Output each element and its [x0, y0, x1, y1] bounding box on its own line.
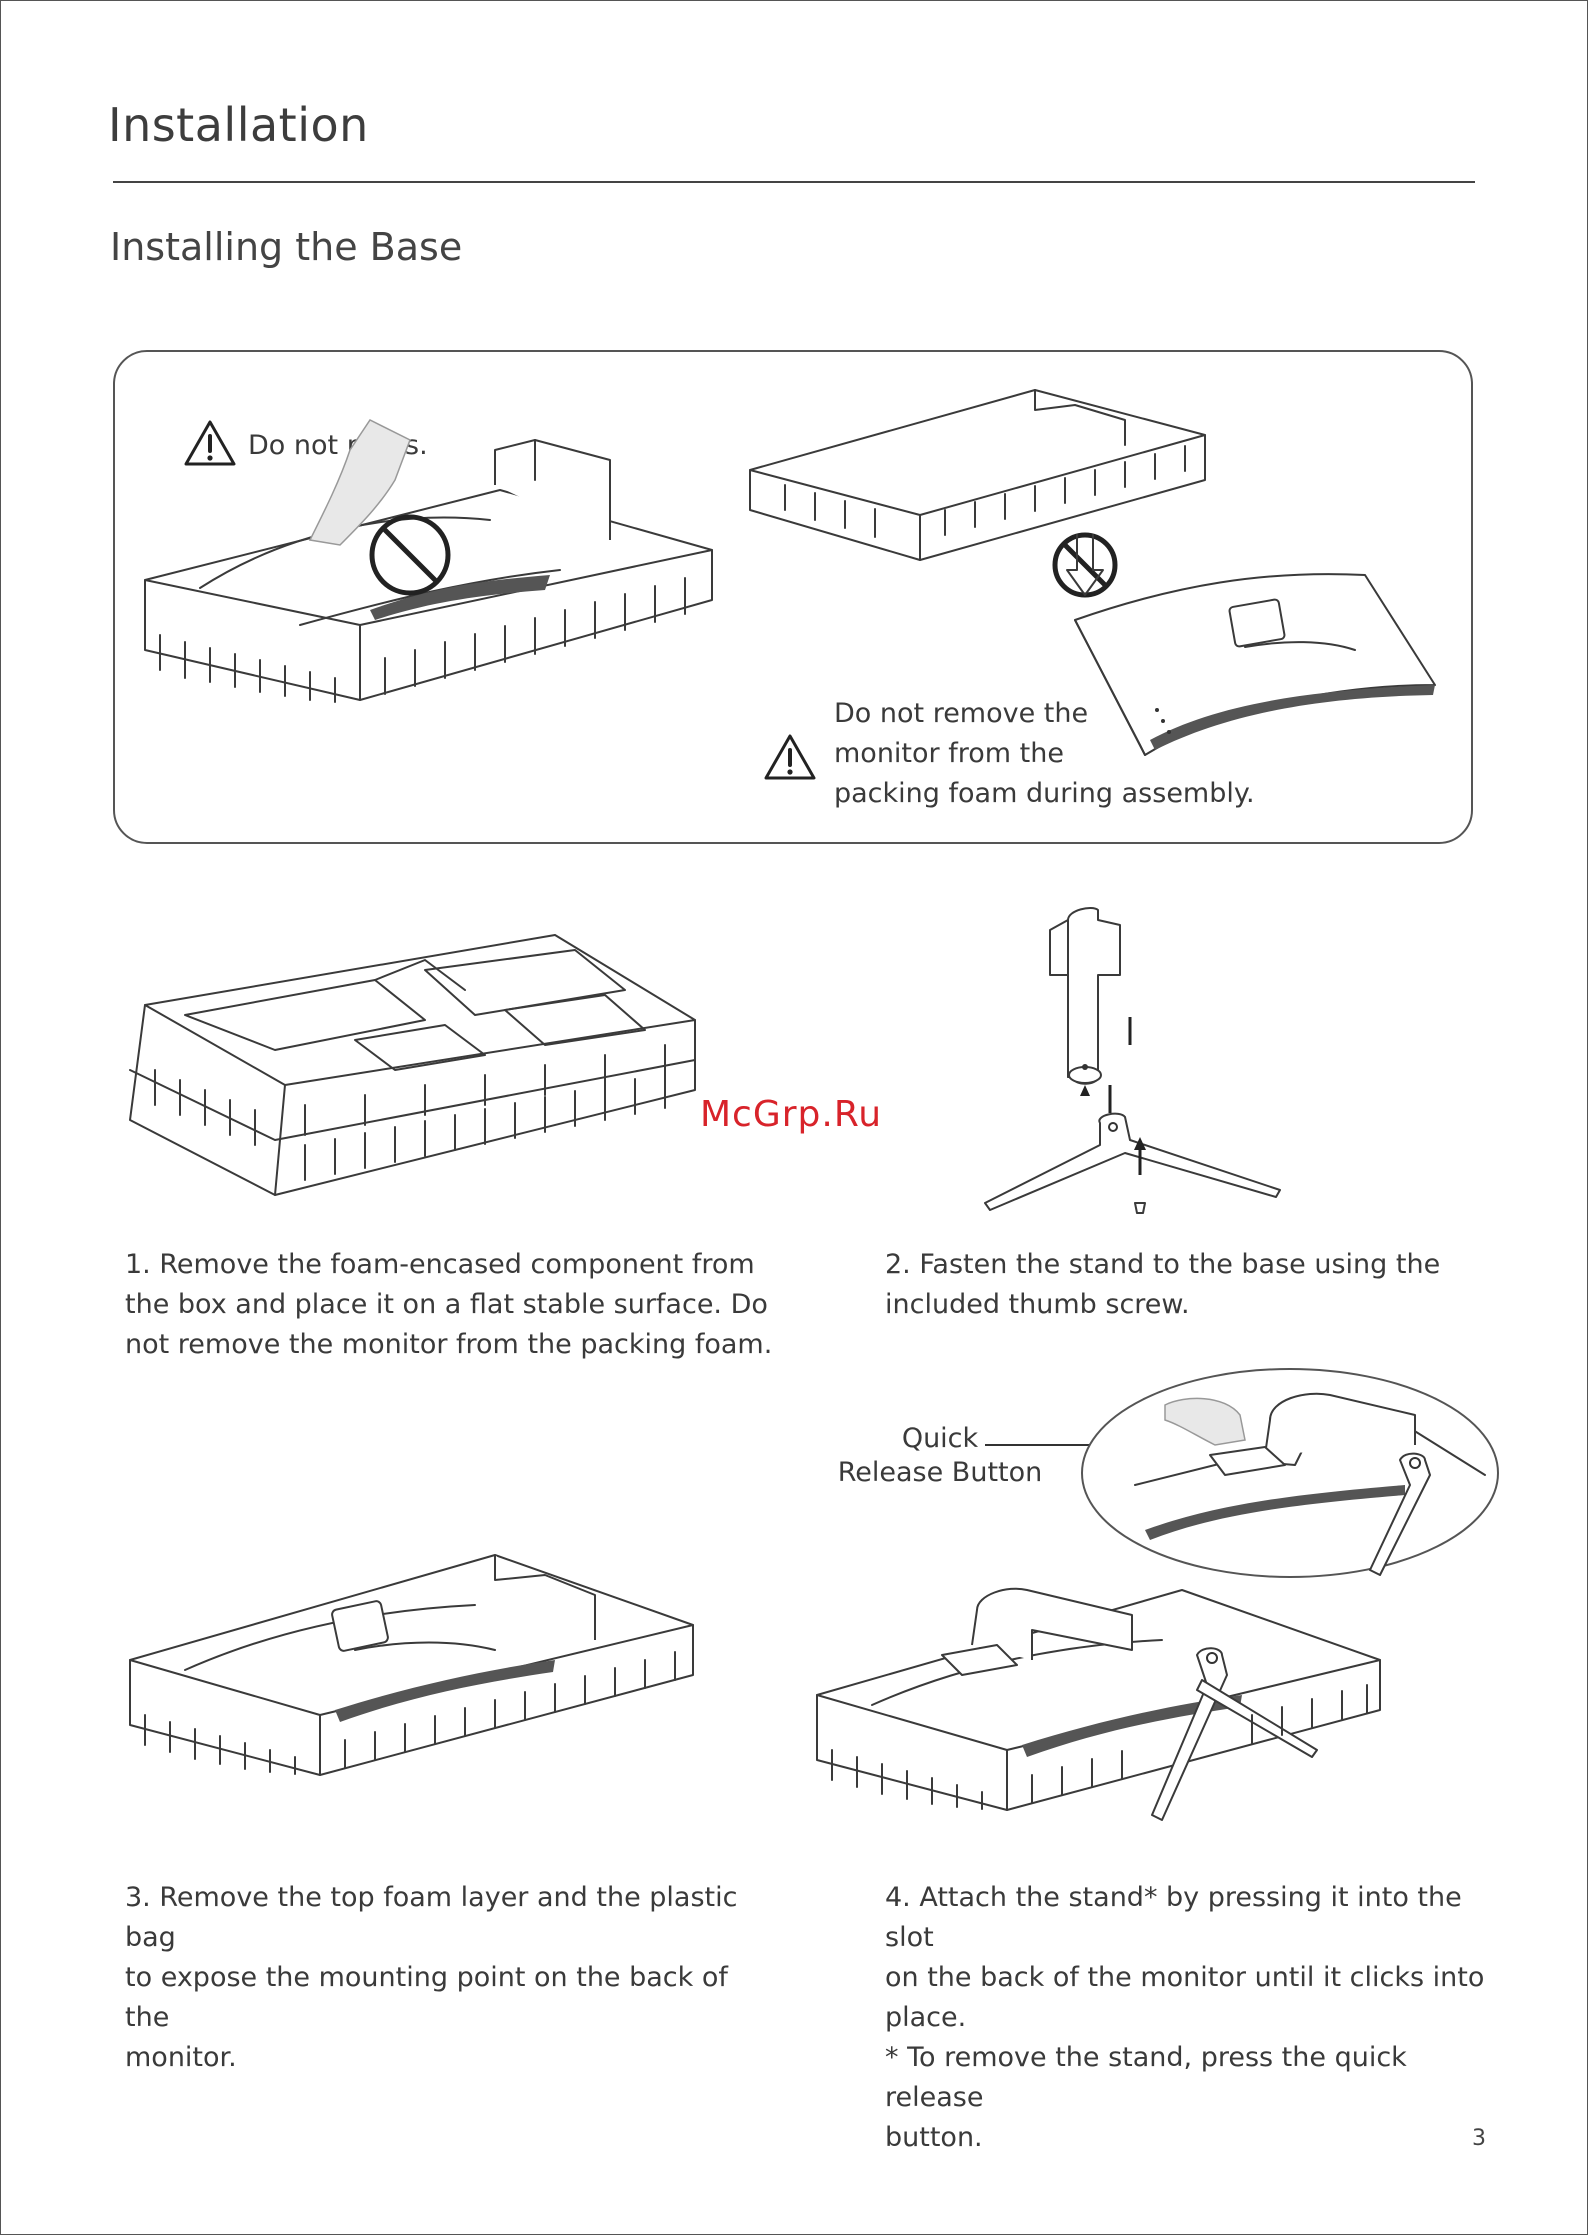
- section-heading: Installing the Base: [110, 225, 463, 269]
- step-3-text: 3. Remove the top foam layer and the pla…: [125, 1882, 738, 2073]
- step-1-text: 1. Remove the foam-encased component fro…: [125, 1249, 773, 1360]
- quick-release-label: Quick Release Button: [837, 1423, 1043, 1488]
- warning-triangle-icon: [763, 732, 817, 782]
- step-2-text: 2. Fasten the stand to the base using th…: [885, 1249, 1441, 1320]
- step-4-text: 4. Attach the stand* by pressing it into…: [885, 1882, 1485, 2153]
- illustration-step2-stand: [980, 905, 1300, 1225]
- watermark: McGrp.Ru: [700, 1094, 883, 1135]
- page-title: Installation: [108, 98, 369, 152]
- illustration-step3-monitor-back: [125, 1550, 695, 1780]
- illustration-quick-release-detail: [985, 1365, 1500, 1580]
- illustration-step1-foam: [125, 930, 700, 1200]
- title-divider: [113, 181, 1475, 183]
- foam-ribs: [160, 578, 685, 702]
- warning-triangle-icon: [183, 418, 237, 468]
- illustration-step4-attach-stand: [812, 1585, 1382, 1820]
- illustration-do-not-press: [140, 420, 720, 710]
- illustration-do-not-remove: [745, 385, 1445, 765]
- warning-do-not-remove: Do not remove the monitor from the packi…: [834, 698, 1255, 809]
- warning-panel: [113, 350, 1473, 844]
- page-number: 3: [1472, 2126, 1486, 2151]
